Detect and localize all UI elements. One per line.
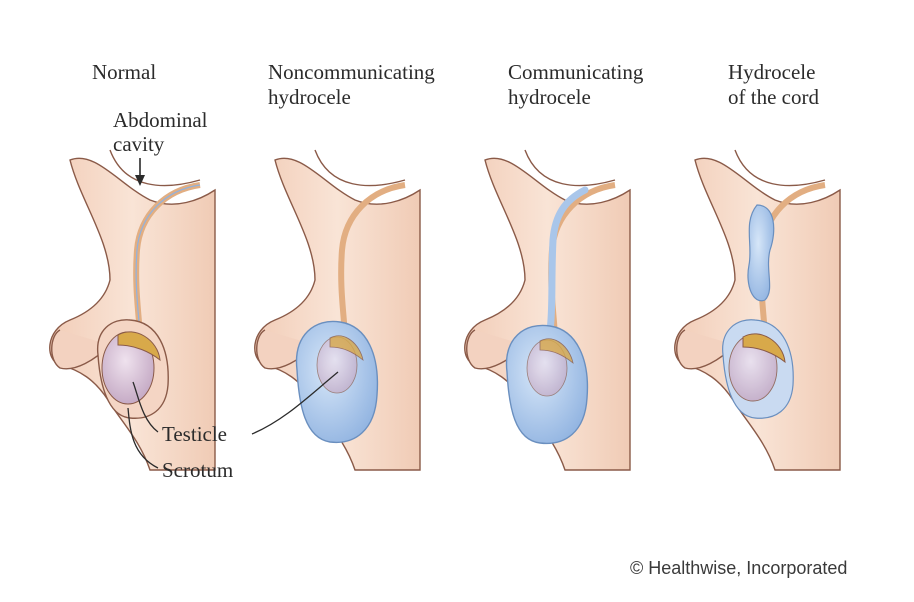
abdominal-cavity-label: Abdominal cavity <box>113 108 208 156</box>
belly-fold <box>314 149 406 187</box>
penis <box>51 329 111 370</box>
title-line: Communicating <box>508 60 644 84</box>
belly-fold <box>734 149 826 187</box>
panel-noncommunicating-figure <box>254 149 421 471</box>
epididymis-shape <box>539 338 574 364</box>
panel-communicating-figure <box>464 149 631 471</box>
cord-edge <box>135 184 201 341</box>
penis <box>676 329 736 370</box>
epididymis-shape <box>329 335 364 361</box>
label-line: cavity <box>113 132 165 156</box>
panel-normal-figure <box>49 149 216 471</box>
title-line: hydrocele <box>508 85 591 109</box>
panel-cord-figure <box>674 149 841 471</box>
cord-cyst <box>747 204 775 302</box>
panel-title-noncommunicating: Noncommunicating hydrocele <box>268 60 435 110</box>
panel-title-cord: Hydrocele of the cord <box>728 60 819 110</box>
scrotum-label: Scrotum <box>162 458 234 482</box>
patent-channel <box>546 186 589 334</box>
title-line: of the cord <box>728 85 819 109</box>
body-outline <box>674 157 841 471</box>
spermatic-cord <box>338 182 406 341</box>
panel-title-normal: Normal <box>92 60 156 85</box>
belly-fold <box>524 149 616 187</box>
testicle-label: Testicle <box>162 422 227 446</box>
belly-fold <box>109 149 201 187</box>
testicle-leader-2 <box>251 371 339 435</box>
title-line: hydrocele <box>268 85 351 109</box>
scrotum-leader <box>127 407 159 469</box>
testicle-leader <box>132 381 159 433</box>
body-outline <box>49 157 216 471</box>
title-line: Normal <box>92 60 157 84</box>
title-line: Hydrocele <box>728 60 816 84</box>
epididymis-shape <box>742 333 786 364</box>
abdominal-arrowhead <box>135 175 145 186</box>
title-line: Noncommunicating <box>268 60 435 84</box>
label-line: Abdominal <box>113 108 208 132</box>
copyright-notice: © Healthwise, Incorporated <box>630 558 848 578</box>
panel-title-communicating: Communicating hydrocele <box>508 60 643 110</box>
epididymis-shape <box>117 331 161 362</box>
